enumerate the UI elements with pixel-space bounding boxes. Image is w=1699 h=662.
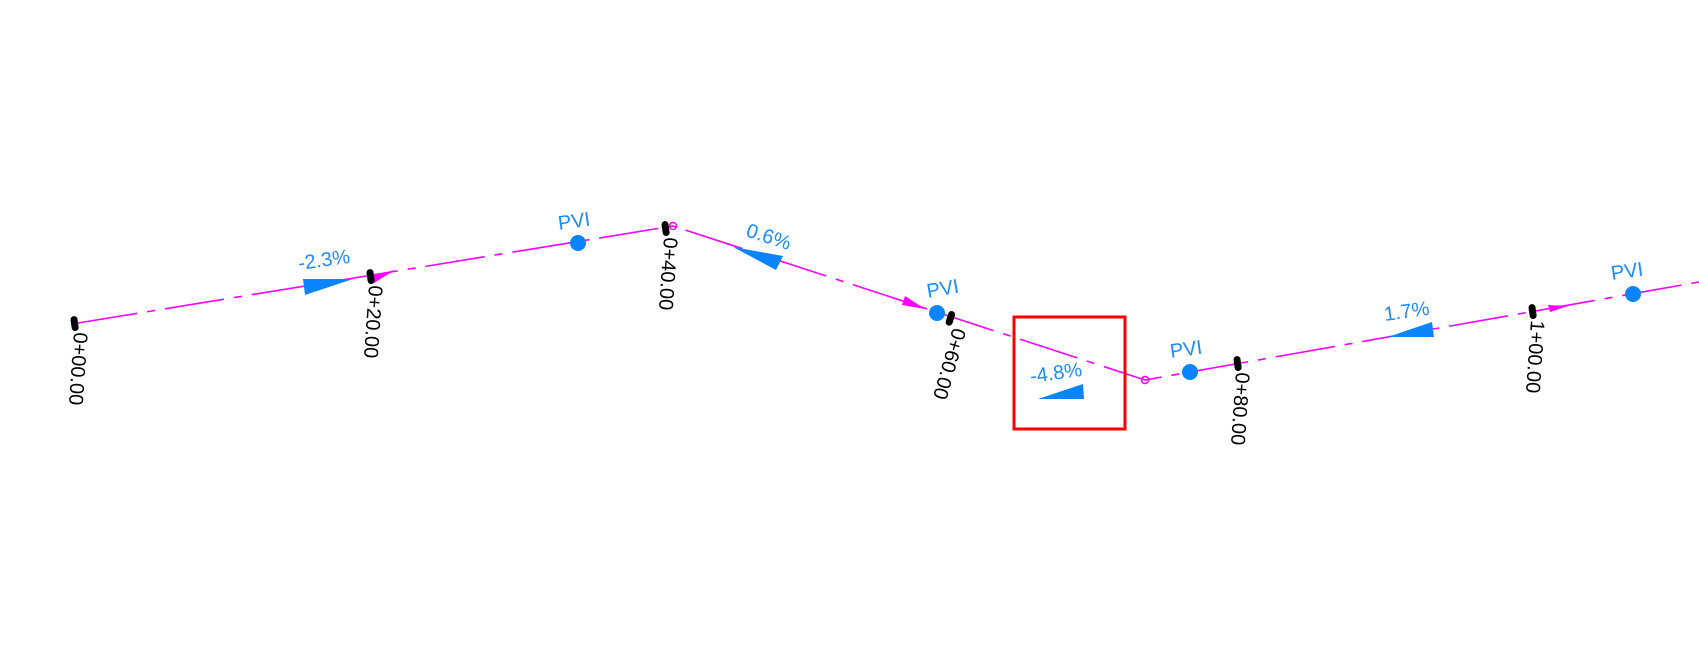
grade-label: 1.7%: [1383, 298, 1431, 326]
grade-triangle-icon[interactable]: [1038, 384, 1084, 399]
station-label: 0+40.00: [654, 237, 681, 311]
pvi-point-icon[interactable]: [1625, 286, 1641, 302]
station-label: 0+80.00: [1226, 372, 1253, 446]
pvi-label: PVI: [1169, 337, 1204, 363]
grade-label: -2.3%: [297, 246, 352, 275]
station-tick-icon[interactable]: [661, 221, 670, 237]
direction-arrow-icon: [372, 270, 395, 283]
grade-triangle-icon[interactable]: [303, 279, 353, 295]
station-label: 0+60.00: [928, 326, 969, 402]
highlight-box: [1012, 315, 1127, 431]
grade-label: -4.8%: [1029, 359, 1084, 388]
station-tick-icon[interactable]: [70, 316, 79, 332]
station-tick-icon[interactable]: [1233, 356, 1242, 372]
station-tick-icon[interactable]: [1528, 304, 1537, 320]
pvi-label: PVI: [925, 276, 961, 303]
direction-arrow-icon: [1548, 305, 1568, 312]
direction-arrow-icon: [902, 296, 925, 309]
pvi-point-icon[interactable]: [570, 235, 586, 251]
pvi-label: PVI: [557, 209, 592, 235]
pvi-point-icon[interactable]: [929, 305, 945, 321]
grade-triangle-icon[interactable]: [1388, 322, 1434, 337]
vertex-marker-icon[interactable]: [668, 221, 678, 231]
station-tick-icon[interactable]: [945, 310, 956, 326]
grade-triangle-icon[interactable]: [733, 247, 783, 270]
grade-label: 0.6%: [743, 220, 793, 255]
vertex-marker-icon[interactable]: [1140, 375, 1150, 385]
station-label: 1+00.00: [1521, 320, 1548, 394]
station-label: 0+20.00: [359, 285, 386, 359]
pvi-label: PVI: [1610, 259, 1645, 285]
station-tick-icon[interactable]: [366, 269, 375, 285]
pvi-point-icon[interactable]: [1182, 364, 1198, 380]
station-label: 0+00.00: [64, 332, 91, 406]
